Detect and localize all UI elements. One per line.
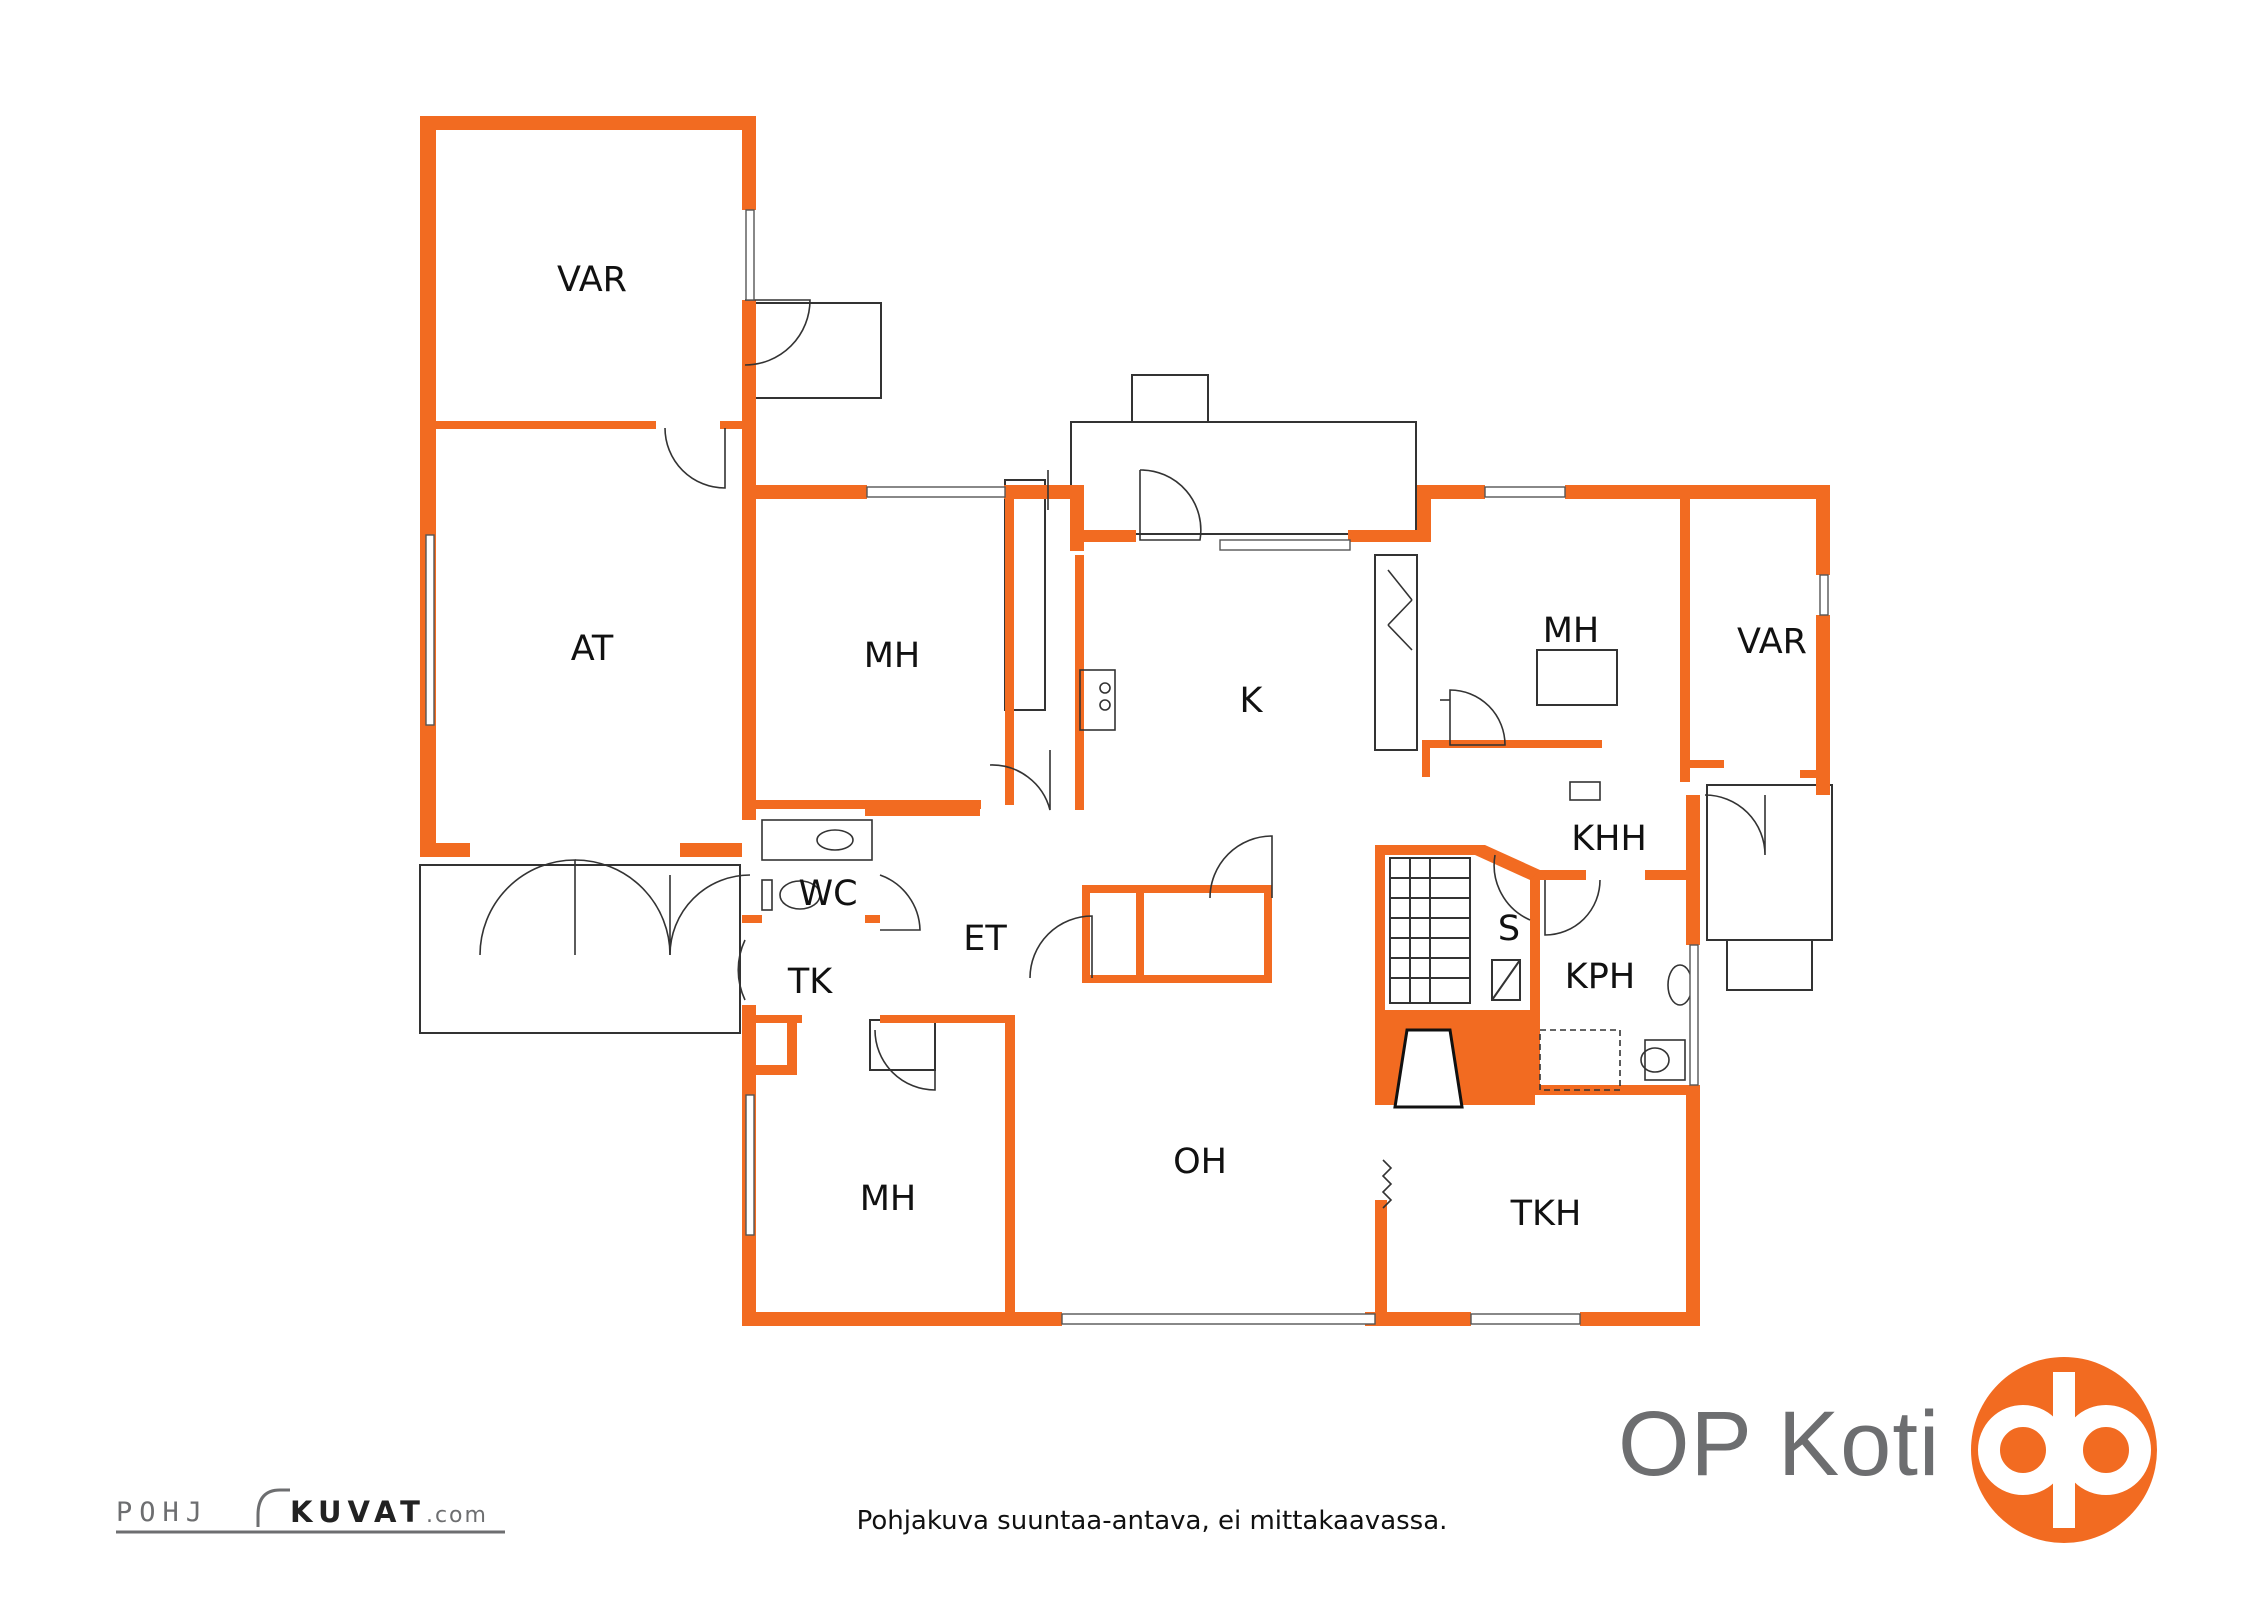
room-label-wc: WC: [798, 874, 857, 914]
room-label-tk: TK: [787, 962, 833, 1002]
fixtures: [761, 569, 1693, 1209]
room-label-k: K: [1240, 681, 1264, 721]
room-label-khh: KHH: [1571, 819, 1647, 859]
walls: [420, 116, 1830, 1326]
credit-suffix: .com: [425, 1503, 488, 1528]
credit-right-wrap: KUVAT.com: [290, 1495, 488, 1529]
disclaimer-caption: Pohjakuva suuntaa-antava, ei mittakaavas…: [856, 1506, 1448, 1536]
room-label-et: ET: [963, 919, 1007, 959]
room-label-tkh: TKH: [1510, 1194, 1582, 1234]
credit-right: KUVAT: [290, 1495, 426, 1529]
room-label-var-right: VAR: [1737, 622, 1807, 662]
credit-left: POHJ: [116, 1497, 210, 1528]
op-logo-icon: [1971, 1357, 2157, 1543]
room-label-mh-right: MH: [1543, 611, 1600, 651]
doors: [479, 299, 1766, 1091]
room-label-mh-top: MH: [864, 636, 921, 676]
outline-structures: [419, 302, 1833, 1071]
room-label-s: S: [1498, 909, 1520, 949]
room-label-kph: KPH: [1565, 957, 1635, 997]
room-label-mh-bottom: MH: [860, 1179, 917, 1219]
room-label-oh: OH: [1173, 1142, 1227, 1182]
windows: [425, 209, 1829, 1325]
pohjakuvat-logo-graphic: [116, 1488, 505, 1534]
room-label-at: AT: [571, 629, 614, 669]
stairs: [1390, 858, 1521, 1003]
room-label-var-top: VAR: [557, 260, 627, 300]
brand-name: OP Koti: [1618, 1393, 1941, 1495]
